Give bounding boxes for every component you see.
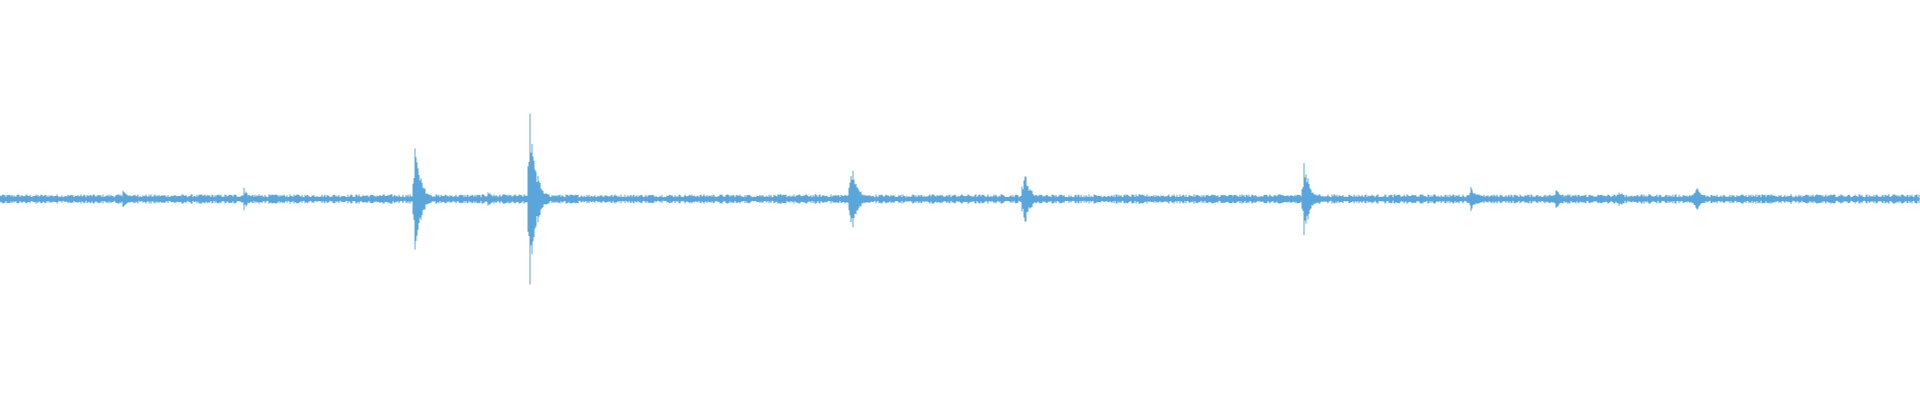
waveform-path xyxy=(0,113,1920,285)
